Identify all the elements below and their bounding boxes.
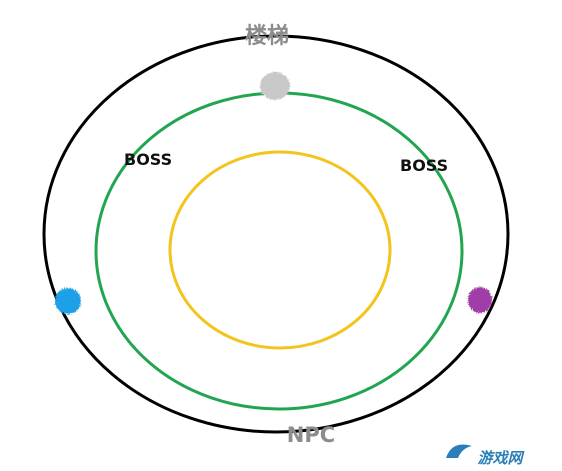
watermark-swoosh-icon <box>446 444 472 458</box>
watermark-logo: 游戏网 <box>446 444 525 467</box>
right-marker <box>468 287 492 313</box>
middle-ring <box>94 91 464 411</box>
left-marker <box>55 288 81 314</box>
boss-left-label: BOSS <box>124 150 172 169</box>
watermark-text: 游戏网 <box>477 449 525 467</box>
top-marker <box>260 72 290 100</box>
stairs-label: 楼梯 <box>245 23 289 49</box>
outer-ring <box>42 34 510 434</box>
inner-ring <box>168 150 392 350</box>
boss-right-label: BOSS <box>400 156 448 175</box>
npc-label: NPC <box>287 423 335 447</box>
